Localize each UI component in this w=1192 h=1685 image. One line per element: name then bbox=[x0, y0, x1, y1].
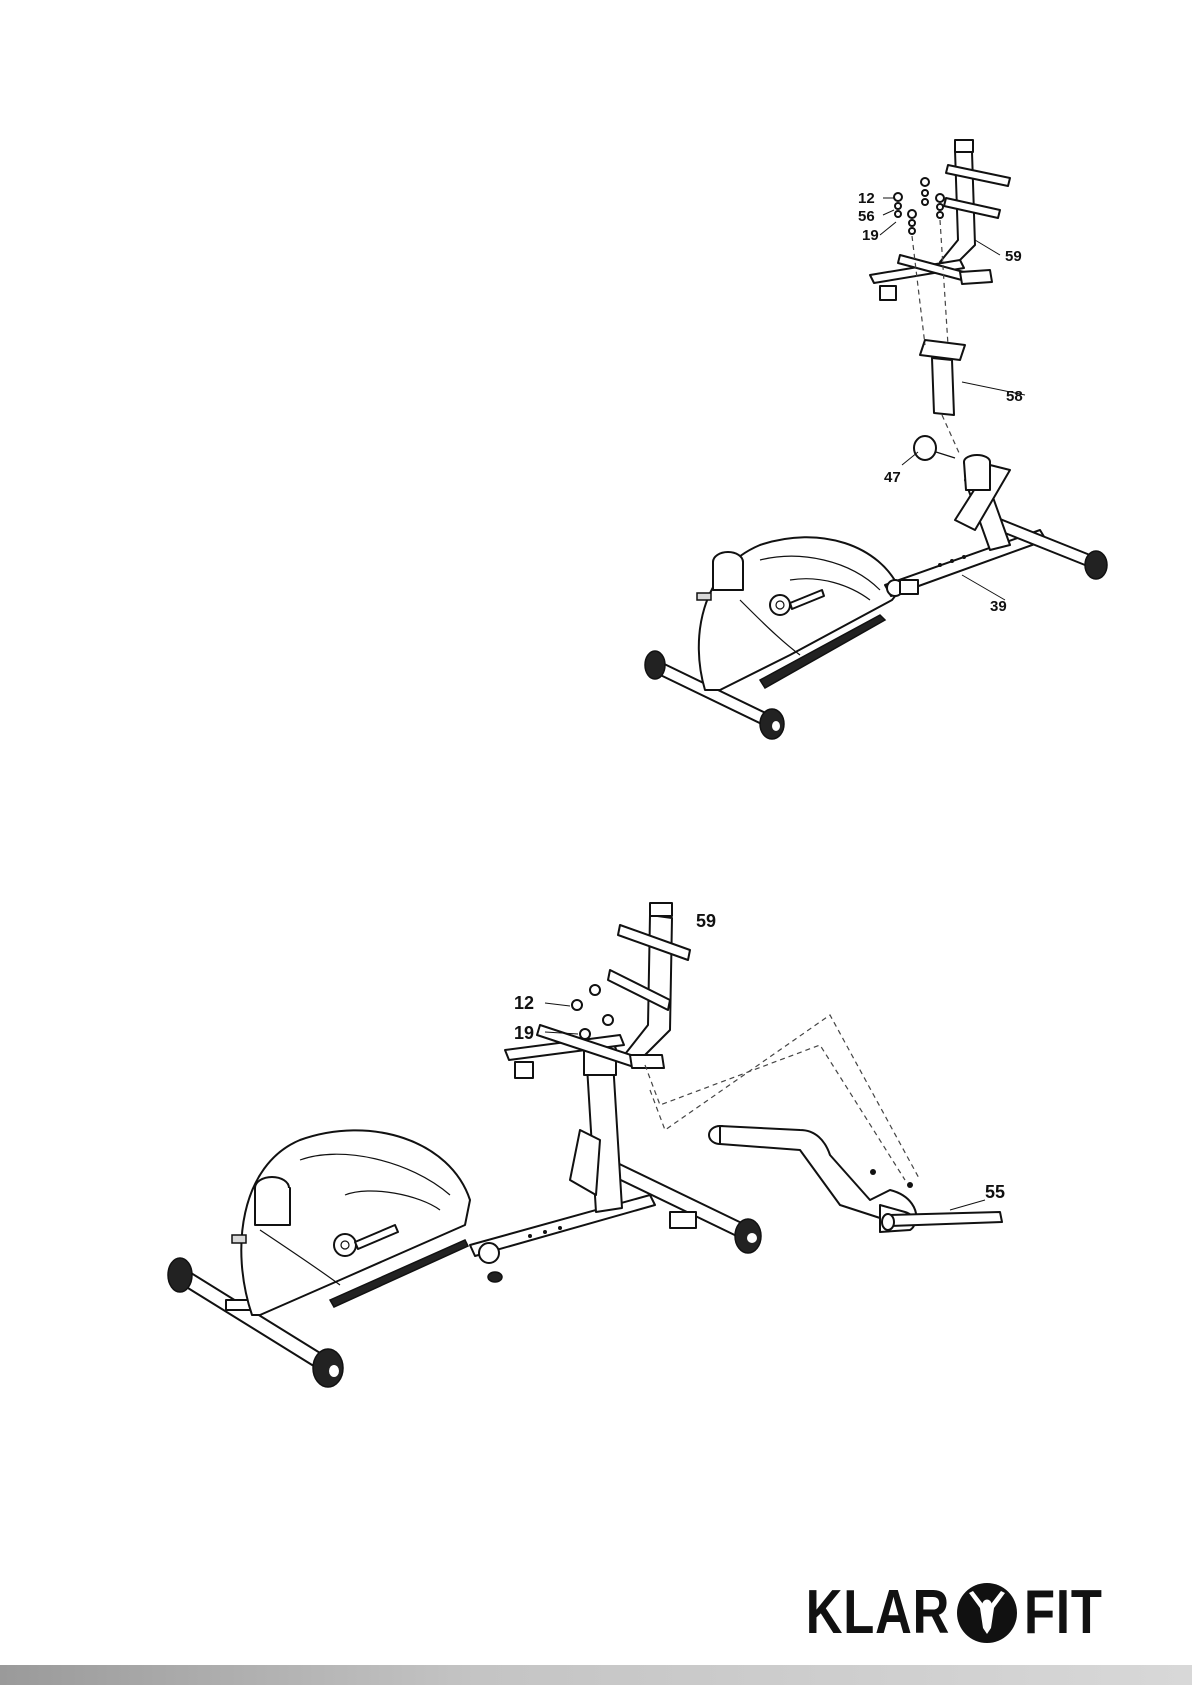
flywheel-housing-bottom bbox=[232, 1130, 502, 1315]
assembly-diagram-bottom: 59 12 19 55 bbox=[0, 0, 1192, 1500]
callout-59-bottom: 59 bbox=[696, 911, 716, 931]
main-frame-bottom bbox=[470, 1041, 761, 1263]
handle-55 bbox=[709, 1126, 1002, 1232]
fasteners-bottom bbox=[572, 985, 613, 1039]
footer-gradient-bar bbox=[0, 1665, 1192, 1685]
brand-logo-left-text: KLAR bbox=[806, 1582, 950, 1644]
brand-logo-right-text: FIT bbox=[1024, 1582, 1103, 1644]
brand-logo: KLAR FIT bbox=[774, 1582, 1120, 1644]
callout-12-bottom: 12 bbox=[514, 993, 534, 1013]
callout-19-bottom: 19 bbox=[514, 1023, 534, 1043]
callout-55-bottom: 55 bbox=[985, 1182, 1005, 1202]
brand-figure-icon bbox=[956, 1582, 1018, 1644]
